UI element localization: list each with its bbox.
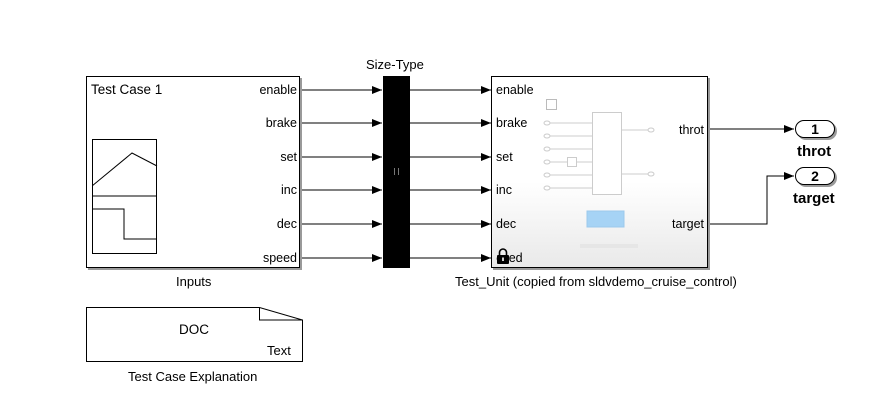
output-port-label-dec: dec [276,217,297,231]
outport-1-number: 1 [811,121,819,137]
outport-1-label: throt [797,143,832,160]
input-port-label-set: set [496,150,513,164]
mux-block[interactable] [383,76,410,268]
signal-builder-caption: Inputs [176,274,212,289]
preview-blue-rect [586,210,625,228]
input-port-label-inc: inc [496,183,512,197]
outport-1-block[interactable]: 1 [795,120,835,138]
doc-block-title: DOC [179,322,209,337]
input-port-label-enable: enable [496,83,534,97]
outport-2-block[interactable]: 2 [795,167,835,185]
test-unit-subsystem-block[interactable]: enable brake set inc dec ꝏed throt targe… [491,76,708,268]
output-port-label-brake: brake [265,116,297,130]
outport-2-number: 2 [811,168,819,184]
mux-caption: Size-Type [366,57,424,72]
unit-to-outport-lines [708,125,794,225]
doc-block-type-label: Text [267,343,291,358]
input-port-label-brake: brake [496,116,528,130]
mux-equals-icon [394,168,399,175]
outport-2-label: target [793,190,835,207]
line-target-to-outport [708,172,794,225]
test-unit-caption: Test_Unit (copied from sldvdemo_cruise_c… [455,274,737,289]
padlock-icon [497,248,509,264]
input-port-label-dec: dec [496,217,517,231]
output-port-label-throt: throt [678,123,704,137]
output-port-label-inc: inc [281,183,297,197]
output-port-label-target: target [672,217,704,231]
output-port-label-speed: speed [262,251,297,265]
waveform-preview-icon [92,139,158,254]
signal-builder-title: Test Case 1 [91,82,163,97]
mux-to-unit-lines [410,86,491,262]
doc-block-caption: Test Case Explanation [128,369,258,384]
output-port-label-enable: enable [259,83,297,97]
output-port-label-set: set [280,150,297,164]
doc-block-shape[interactable] [86,307,304,363]
model-preview-thumbnail [543,99,655,248]
signal-builder-block[interactable]: Test Case 1 enable brake set inc dec spe… [86,76,300,268]
input-to-mux-lines [300,86,382,262]
